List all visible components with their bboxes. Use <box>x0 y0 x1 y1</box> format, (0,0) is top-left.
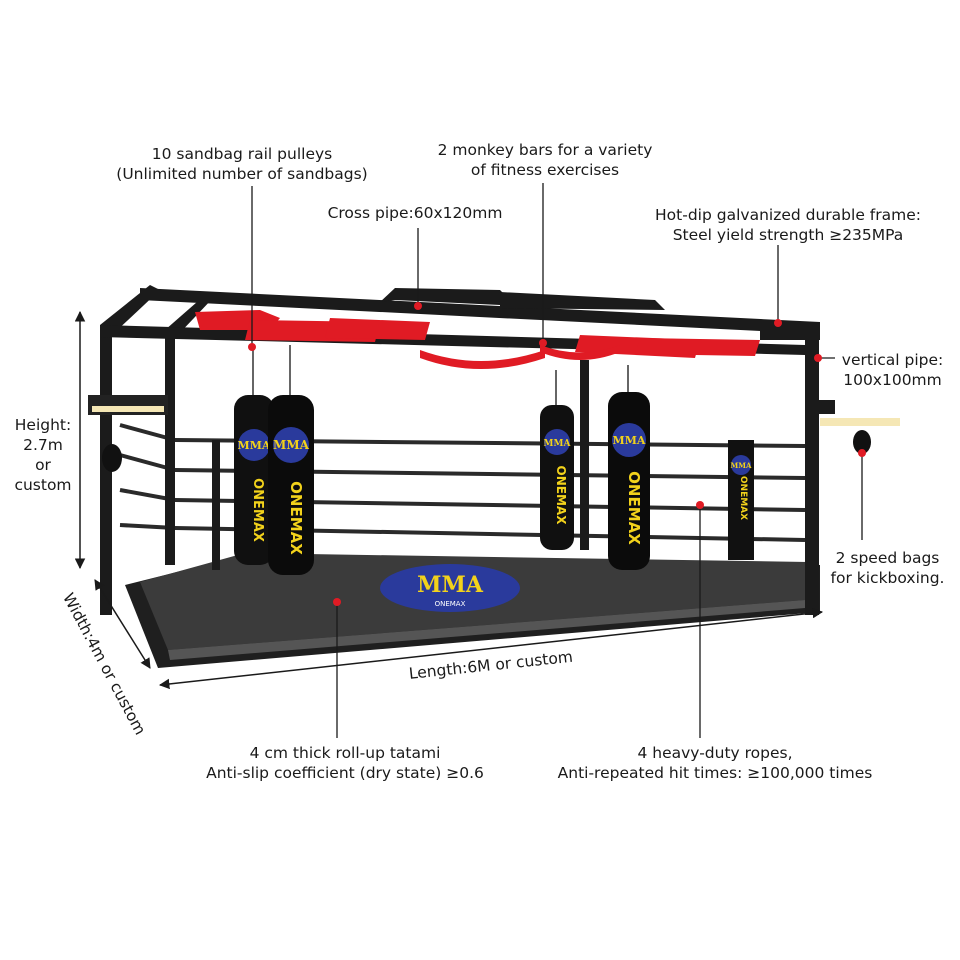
svg-text:ONEMAX: ONEMAX <box>250 478 265 542</box>
mat-logo-text: MMA <box>417 572 484 598</box>
svg-text:MMA: MMA <box>544 439 572 449</box>
heavy-bag-4: MMA ONEMAX <box>608 392 650 570</box>
speed-bag-right <box>853 430 871 454</box>
tatami-callout: 4 cm thick roll-up tatami Anti-slip coef… <box>206 744 484 782</box>
height-callout: Height: 2.7m or custom <box>14 416 72 494</box>
cross-pipe-callout: Cross pipe:60x120mm <box>327 204 503 222</box>
heavy-bag-1: MMA ONEMAX <box>234 395 274 565</box>
svg-text:MMA: MMA <box>238 439 271 452</box>
speed-bags-callout: 2 speed bags for kickboxing. <box>830 549 945 587</box>
heavy-bag-3: MMA ONEMAX <box>540 405 574 550</box>
heavy-bag-2: MMA ONEMAX <box>268 395 314 575</box>
ropes-callout: 4 heavy-duty ropes, Anti-repeated hit ti… <box>557 744 873 782</box>
svg-text:ONEMAX: ONEMAX <box>738 476 748 520</box>
svg-text:ONEMAX: ONEMAX <box>625 471 643 545</box>
pulleys-callout: 10 sandbag rail pulleys (Unlimited numbe… <box>116 145 368 183</box>
frame-callout: Hot-dip galvanized durable frame: Steel … <box>655 206 921 244</box>
monkey-bars-callout: 2 monkey bars for a variety of fitness e… <box>437 141 653 179</box>
speed-bag-left <box>102 444 122 472</box>
svg-text:MMA: MMA <box>273 438 310 452</box>
ropes <box>119 423 806 542</box>
bag-chains <box>252 345 629 405</box>
red-dot-icon <box>248 302 866 606</box>
svg-text:ONEMAX: ONEMAX <box>554 466 568 526</box>
double-arrow-icon <box>74 310 824 690</box>
svg-text:ONEMAX: ONEMAX <box>287 481 305 555</box>
corner-pad: MMA ONEMAX <box>728 440 754 560</box>
sandbag-rails <box>195 310 760 369</box>
vertical-pipe-callout: vertical pipe: 100x100mm <box>841 351 944 389</box>
svg-text:MMA: MMA <box>613 434 646 447</box>
svg-text:MMA: MMA <box>731 461 752 470</box>
mat-logo-icon <box>380 564 520 612</box>
mat-logo-sub: ONEMAX <box>435 600 466 608</box>
